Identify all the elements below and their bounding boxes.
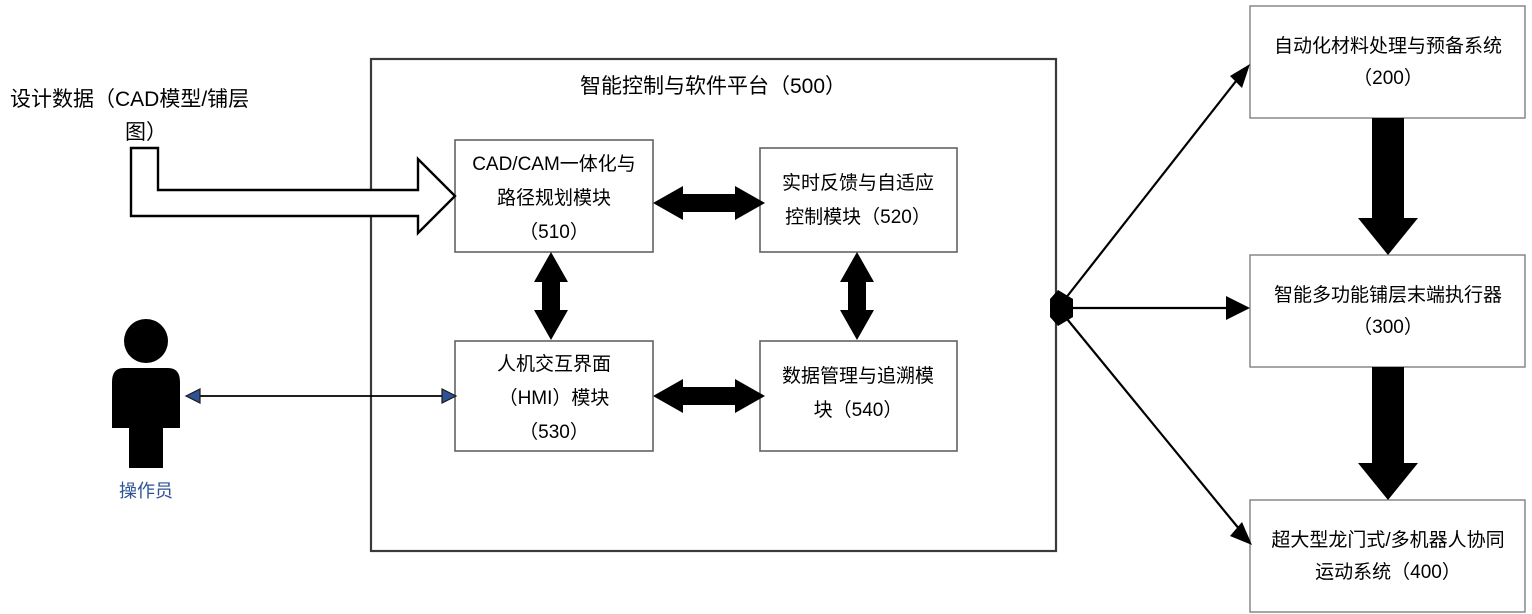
operator-arrowhead-left-icon	[184, 388, 201, 404]
module-510-line-1: CAD/CAM一体化与	[472, 153, 636, 175]
subsystem-300-line-1: 智能多功能铺层末端执行器	[1274, 284, 1502, 306]
subsystem-box-400[interactable]	[1249, 499, 1526, 613]
operator-person-icon	[112, 319, 180, 468]
module-540-line-1: 数据管理与追溯模	[782, 365, 934, 387]
530-540-double-arrow	[653, 379, 765, 413]
module-box-510[interactable]	[454, 139, 654, 253]
source-data-label-line2: 图）	[125, 121, 167, 144]
subsystem-300-line-2: （300）	[1353, 316, 1423, 338]
module-510-line-2: 路径规划模块	[497, 187, 611, 209]
platform-title-500: 智能控制与软件平台（500）	[580, 75, 846, 98]
hub-to-400-arrowhead-icon	[1230, 522, 1252, 545]
subsystem-400-line-1: 超大型龙门式/多机器人协同	[1271, 529, 1504, 551]
distribution-hub-node	[1050, 290, 1073, 326]
hub-to-200-arrowhead-icon	[1230, 64, 1250, 88]
module-box-540[interactable]	[759, 340, 958, 452]
module-box-530[interactable]	[454, 340, 654, 452]
510-530-double-arrow	[534, 252, 568, 340]
subsystem-200-line-1: 自动化材料处理与预备系统	[1274, 35, 1502, 57]
200-to-300-block-arrow	[1358, 118, 1418, 255]
source-data-label-line1: 设计数据（CAD模型/铺层	[10, 88, 249, 111]
module-520-line-1: 实时反馈与自适应	[782, 172, 934, 194]
operator-arrowhead-right-icon	[441, 388, 458, 404]
300-to-400-block-arrow	[1358, 367, 1418, 500]
hub-to-300-arrowhead-icon	[1226, 296, 1250, 320]
source-to-510-block-arrow	[129, 146, 457, 236]
subsystem-400-line-2: 运动系统（400）	[1315, 561, 1461, 583]
module-530-line-2: （HMI）模块	[499, 387, 610, 409]
subsystem-box-200[interactable]	[1249, 5, 1526, 119]
module-520-line-2: 控制模块（520）	[785, 206, 931, 228]
subsystem-200-line-2: （200）	[1353, 67, 1423, 89]
module-530-line-1: 人机交互界面	[497, 353, 611, 375]
510-520-double-arrow	[653, 186, 765, 220]
module-510-line-3: （510）	[519, 221, 589, 243]
module-540-line-2: 块（540）	[814, 399, 903, 421]
520-540-double-arrow	[840, 252, 874, 340]
hub-to-200-line	[1057, 75, 1241, 309]
module-530-line-3: （530）	[519, 421, 589, 443]
operator-label: 操作员	[119, 481, 173, 501]
module-box-520[interactable]	[759, 147, 958, 253]
hub-to-400-line	[1057, 307, 1241, 531]
